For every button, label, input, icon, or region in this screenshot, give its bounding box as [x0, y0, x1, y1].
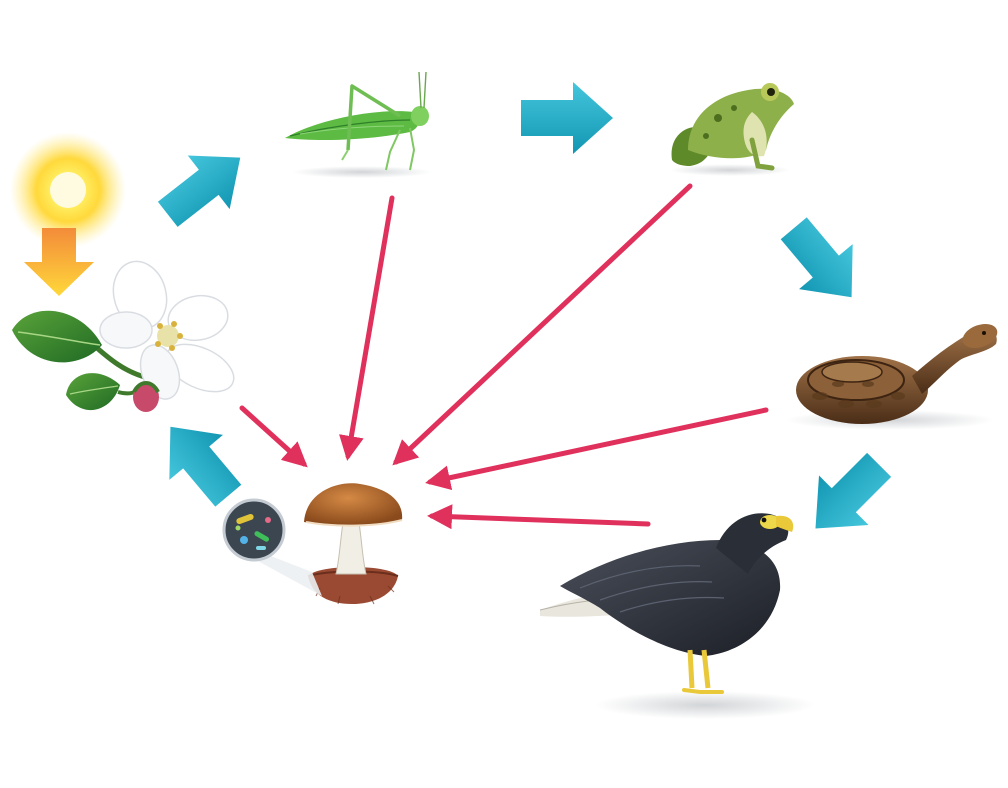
grasshopper-to-decomposer-arrow [339, 195, 395, 461]
snake-icon [786, 323, 998, 430]
eagle-to-decomposer-arrow [427, 504, 651, 530]
frog-to-decomposer-arrow [392, 183, 693, 466]
decomposition-arrows [239, 183, 769, 530]
grasshopper-to-frog-arrow [521, 82, 613, 154]
grasshopper-icon [285, 71, 432, 178]
eagle-icon [539, 513, 815, 719]
frog-icon [670, 83, 794, 176]
flower-icon [12, 260, 235, 412]
snake-to-decomposer-arrow [425, 407, 769, 491]
sun-to-plant-arrow [24, 228, 94, 296]
frog-to-snake-arrow [780, 217, 853, 298]
decomposer-to-plant-arrow [169, 426, 242, 507]
sun-icon [10, 132, 126, 248]
plant-to-decomposer-arrow [239, 405, 308, 468]
microbes-icon [222, 498, 322, 596]
plant-to-grasshopper-arrow [157, 155, 241, 227]
mushroom-icon [304, 483, 403, 605]
snake-to-eagle-arrow [815, 452, 892, 529]
